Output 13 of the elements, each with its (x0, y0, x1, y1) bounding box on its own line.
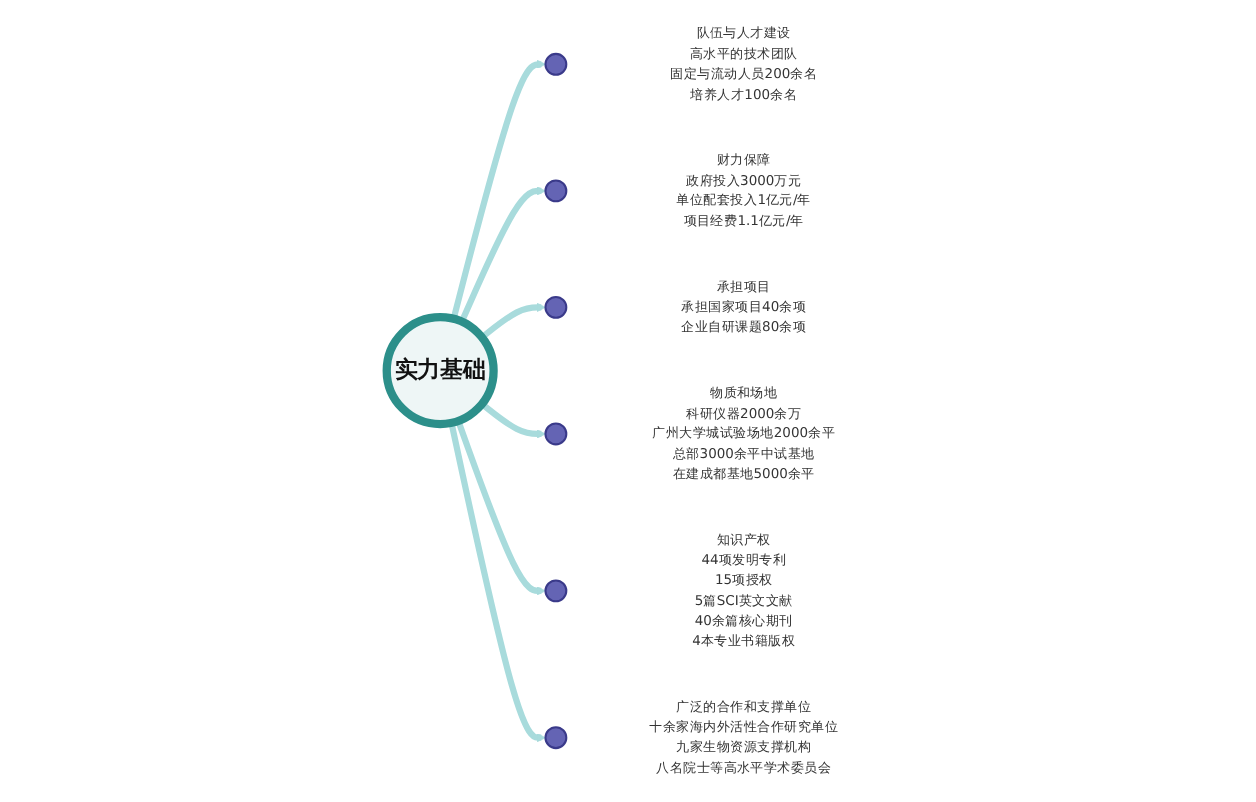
node-circle (544, 579, 568, 603)
node-circle (544, 295, 568, 319)
arrow (458, 186, 546, 324)
arrow (448, 422, 546, 743)
node-circle (544, 726, 568, 750)
arrow (480, 302, 546, 340)
node-circle: 实力基础 (382, 313, 498, 429)
arrow (480, 401, 546, 439)
node-circle (544, 179, 568, 203)
arrow (450, 59, 546, 320)
node-circle (544, 422, 568, 446)
node-circle (544, 52, 568, 76)
arrow (455, 419, 546, 596)
